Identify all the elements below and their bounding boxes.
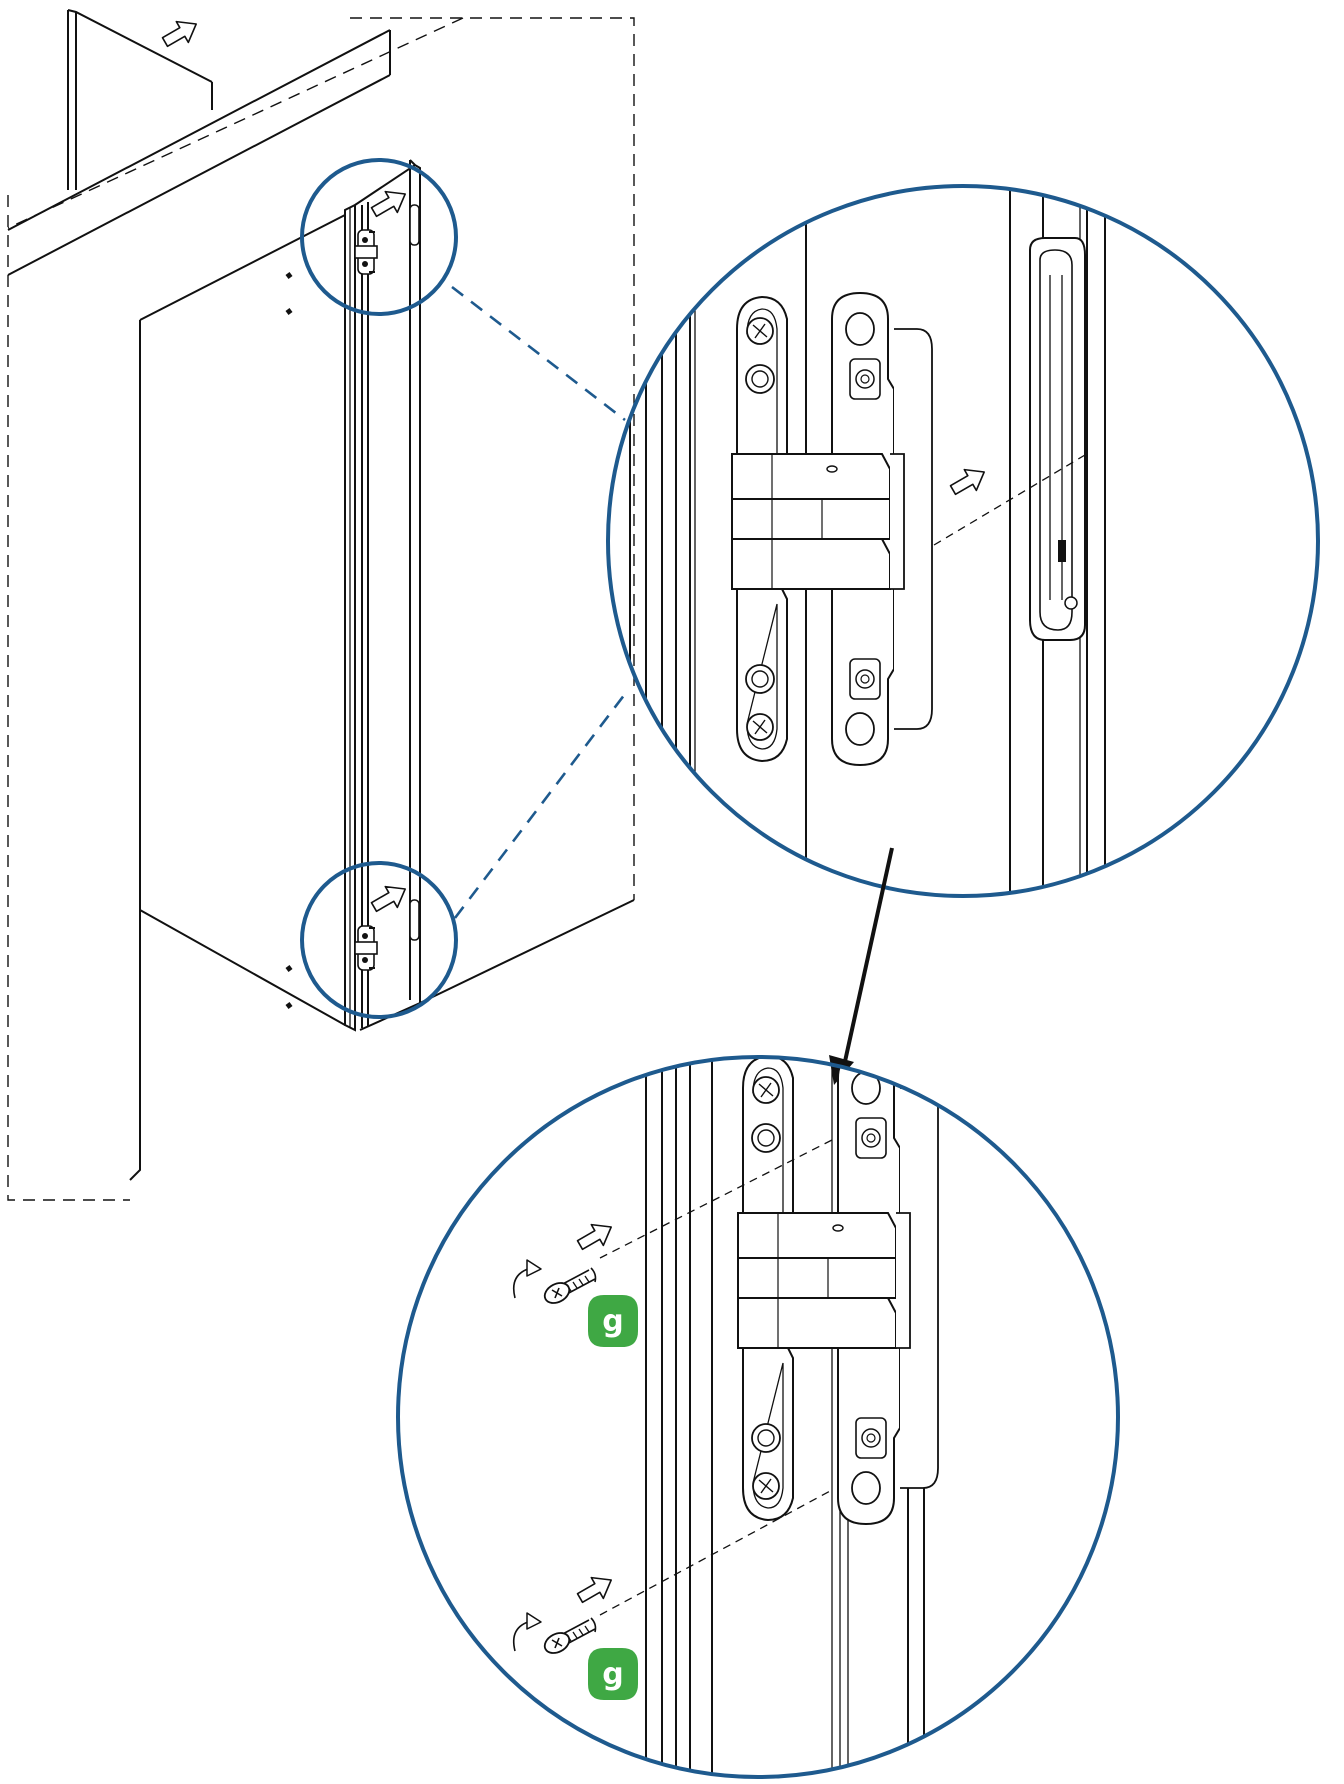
push-arrow-icon <box>367 182 412 224</box>
cabinet-outline-top <box>7 17 464 229</box>
push-arrow-icon <box>158 12 203 54</box>
callout-circle-bottom <box>300 861 458 1019</box>
concealed-hinge-icon <box>737 1057 939 1525</box>
push-arrow-icon <box>367 877 412 919</box>
detail-circle-bottom <box>396 1055 1120 1779</box>
leader-line-top <box>451 285 626 422</box>
part-badge: g <box>588 1295 638 1347</box>
hinge-receivers <box>409 204 420 941</box>
rotate-arrow-icon <box>512 1612 542 1652</box>
callout-markers <box>300 158 458 1019</box>
cabinet-overview <box>7 9 635 1201</box>
push-arrow-icon <box>946 460 991 502</box>
callout-leaders <box>451 285 630 919</box>
top-rail <box>7 12 391 276</box>
flow-arrow <box>829 847 894 1085</box>
door-edge-left <box>344 203 356 1032</box>
callout-circle-top <box>300 158 458 316</box>
screw-icon <box>540 1617 597 1658</box>
hinge-bottom-icon <box>354 925 378 971</box>
cabinet-outline-dashed <box>7 17 635 1201</box>
side-panel <box>129 214 346 1181</box>
cabinet-front-panel <box>419 168 635 1004</box>
screw-icon <box>540 1267 597 1308</box>
concealed-hinge-icon <box>731 292 933 766</box>
part-badge: g <box>588 1648 638 1700</box>
rotate-arrow-icon <box>512 1259 542 1299</box>
door-screws <box>285 272 293 1009</box>
detail-view-hinge <box>606 184 1320 898</box>
badge-label: g <box>602 1304 623 1339</box>
detail-circle-top <box>606 184 1320 898</box>
push-arrow-icon <box>573 1215 618 1257</box>
push-arrow-icon <box>573 1568 618 1610</box>
badge-label: g <box>602 1657 623 1692</box>
hinge-top-icon <box>354 229 378 275</box>
detail-view-screws: g g <box>396 1055 1120 1779</box>
leader-line-bottom <box>453 689 630 919</box>
hinge-receiver-slot <box>1029 237 1086 641</box>
